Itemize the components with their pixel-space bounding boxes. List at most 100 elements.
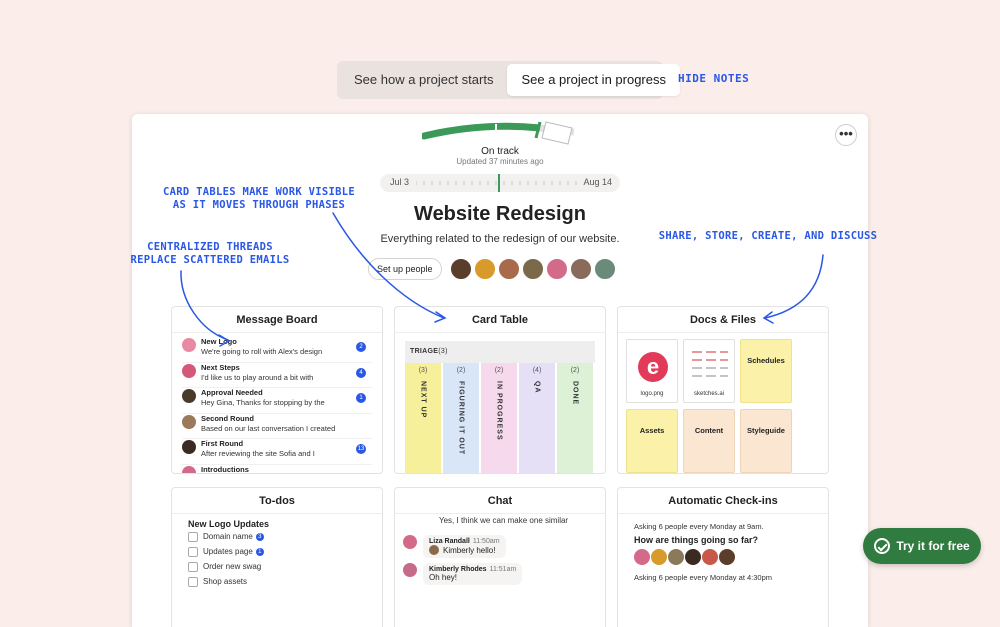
todo-checkbox[interactable] <box>188 546 198 557</box>
message-excerpt: After reviewing the site Sofia and I <box>201 449 315 458</box>
todo-checkbox[interactable] <box>188 531 198 542</box>
avatar <box>182 389 196 403</box>
note-line: REPLACE SCATTERED EMAILS <box>130 254 290 266</box>
triage-column[interactable]: TRIAGE(3) <box>405 341 595 363</box>
avatar <box>182 465 196 473</box>
note-line: SHARE, STORE, CREATE, AND DISCUSS <box>658 230 878 242</box>
message-subject: First Round <box>201 439 244 448</box>
sketches-file-icon <box>692 351 728 377</box>
card-column-qa[interactable]: (4) QA <box>519 363 555 473</box>
avatar[interactable] <box>594 258 616 280</box>
avatar[interactable] <box>498 258 520 280</box>
checkins-tool[interactable]: Automatic Check-ins Asking 6 people ever… <box>617 487 829 627</box>
avatar[interactable] <box>570 258 592 280</box>
column-count: (4) <box>532 367 542 374</box>
chat-author: Liza Randall <box>429 538 470 545</box>
timeline-end: Aug 14 <box>583 177 612 187</box>
folder-schedules[interactable]: Schedules <box>740 339 792 403</box>
file-logo[interactable]: e logo.png <box>626 339 678 403</box>
status-updated: Updated 37 minutes ago <box>456 157 544 166</box>
note-threads: CENTRALIZED THREADS REPLACE SCATTERED EM… <box>116 241 304 267</box>
todo-item[interactable]: Order new swag <box>188 559 382 574</box>
how-project-starts-tab[interactable]: See how a project starts <box>354 72 494 87</box>
column-name: QA <box>533 381 541 394</box>
hide-notes-link[interactable]: HIDE NOTES <box>678 72 750 85</box>
more-options-icon[interactable]: ••• <box>835 124 857 146</box>
todo-item[interactable]: Shop assets <box>188 574 382 589</box>
card-column-in-progress[interactable]: (2) IN PROGRESS <box>481 363 517 473</box>
avatar[interactable] <box>522 258 544 280</box>
view-toggle: See how a project starts See a project i… <box>337 61 680 99</box>
column-name: NEXT UP <box>419 381 427 419</box>
note-share: SHARE, STORE, CREATE, AND DISCUSS <box>648 230 888 243</box>
docs-files-title: Docs & Files <box>618 307 828 333</box>
column-count: (2) <box>570 367 580 374</box>
todo-checkbox[interactable] <box>188 576 198 587</box>
card-column-done[interactable]: (2) DONE <box>557 363 593 473</box>
note-card-tables: CARD TABLES MAKE WORK VISIBLE AS IT MOVE… <box>148 186 370 212</box>
folder-name: Schedules <box>747 356 785 365</box>
avatar <box>651 549 667 565</box>
svg-text:e: e <box>647 354 659 379</box>
timeline-ticks <box>416 181 577 185</box>
todo-comment-count: 1 <box>255 547 264 556</box>
file-sketches[interactable]: sketches.ai <box>683 339 735 403</box>
todo-list-title: New Logo Updates <box>188 519 270 529</box>
try-it-free-button[interactable]: Try it for free <box>863 528 981 564</box>
todo-comment-count: 3 <box>255 532 264 541</box>
avatar <box>685 549 701 565</box>
avatar <box>403 563 417 577</box>
card-column-figuring-it-out[interactable]: (2) FIGURING IT OUT <box>443 363 479 473</box>
folder-assets[interactable]: Assets <box>626 409 678 473</box>
project-in-progress-tab[interactable]: See a project in progress <box>507 64 680 96</box>
folder-content[interactable]: Content <box>683 409 735 473</box>
message-excerpt: I'd like us to play around a bit with <box>201 372 314 382</box>
todo-checkbox[interactable] <box>188 561 198 572</box>
timeline-start: Jul 3 <box>390 177 410 187</box>
triage-label: TRIAGE <box>410 348 439 355</box>
triage-count: (3) <box>438 348 448 355</box>
folder-styleguide[interactable]: Styleguide <box>740 409 792 473</box>
avatar <box>668 549 684 565</box>
folder-name: Styleguide <box>747 426 785 435</box>
checkin-question[interactable]: How are things going so far? <box>634 535 759 545</box>
message-subject: Second Round <box>201 413 254 423</box>
avatar <box>719 549 735 565</box>
avatar[interactable] <box>546 258 568 280</box>
avatar <box>182 414 196 429</box>
folder-name: Assets <box>639 426 665 435</box>
todo-label: Domain name <box>203 532 253 541</box>
card-column-next-up[interactable]: (3) NEXT UP <box>405 363 441 473</box>
todo-label: Shop assets <box>203 577 248 586</box>
logo-file-icon: e <box>638 352 668 382</box>
column-name: IN PROGRESS <box>495 381 503 441</box>
message-comment-count: 1 <box>356 393 366 403</box>
message-item[interactable]: Introductions <box>182 465 372 473</box>
chat-message-text: Kimberly hello! <box>443 545 496 555</box>
message-excerpt: Based on our last conversation I created <box>201 423 336 433</box>
try-button-label: Try it for free <box>896 539 970 553</box>
note-line: CENTRALIZED THREADS <box>147 241 273 253</box>
card-table-tool[interactable]: Card Table TRIAGE(3) (3) NEXT UP (2) FIG… <box>394 306 606 474</box>
avatar[interactable] <box>450 258 472 280</box>
avatar <box>403 535 417 549</box>
docs-files-tool[interactable]: Docs & Files e logo.png sketches.ai <box>617 306 829 474</box>
set-up-people-button[interactable]: Set up people <box>368 258 442 280</box>
team-avatars <box>450 258 616 280</box>
chat-tool[interactable]: Chat Yes, I think we can make one simila… <box>394 487 606 627</box>
timeline: Jul 3 Aug 14 <box>380 174 620 192</box>
avatar <box>702 549 718 565</box>
chat-title: Chat <box>395 488 605 514</box>
message-excerpt: Hey Gina, Thanks for stopping by the <box>201 398 325 407</box>
chat-time: 11:51am <box>489 566 517 573</box>
avatar[interactable] <box>474 258 496 280</box>
